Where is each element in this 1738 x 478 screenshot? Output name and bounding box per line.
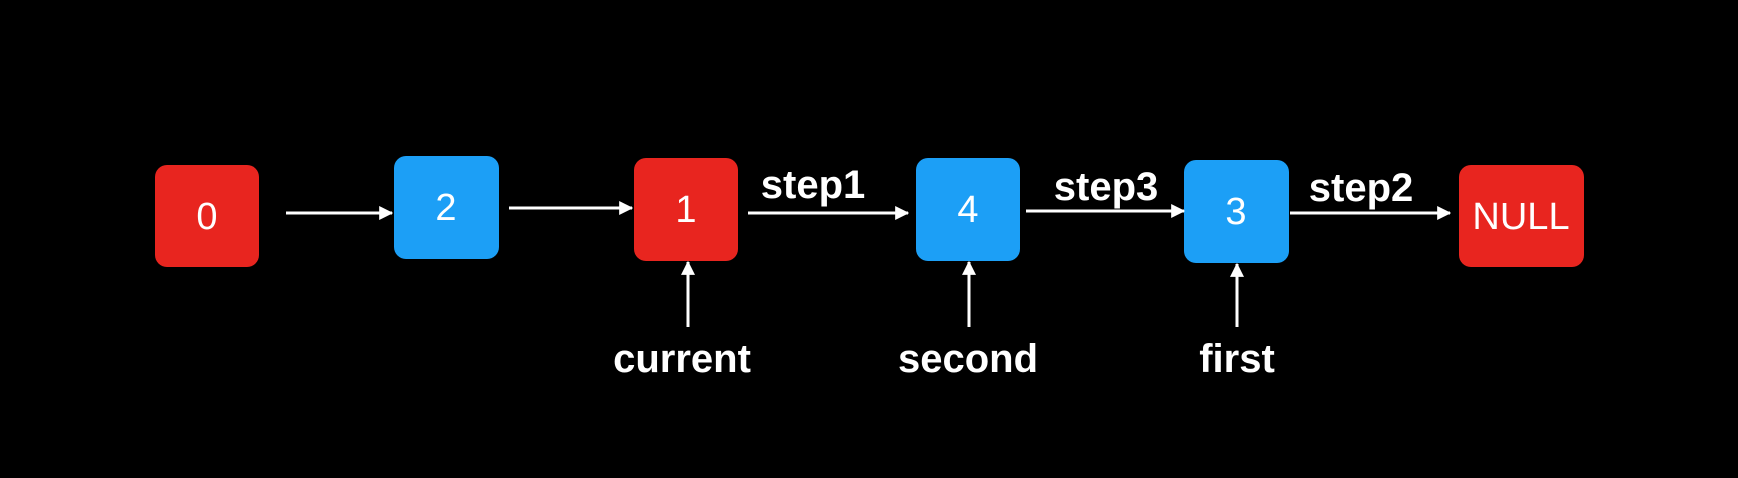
pointer-current: current (613, 260, 751, 381)
link-4-to-3: step3 (1026, 165, 1186, 218)
pointer-first-label: first (1199, 337, 1275, 381)
node-1-box (634, 158, 738, 261)
link-1-to-4-label: step1 (761, 163, 866, 207)
link-3-to-null-label: step2 (1309, 166, 1414, 210)
node-0: 0 (155, 165, 259, 267)
node-2-label: 2 (435, 187, 456, 229)
node-0-box (155, 165, 259, 267)
node-3-label: 3 (1225, 191, 1246, 233)
node-0-label: 0 (196, 196, 217, 238)
node-4-label: 4 (957, 189, 978, 231)
pointer-first: first (1199, 262, 1275, 381)
node-3: 3 (1184, 160, 1289, 263)
node-null-box (1459, 165, 1584, 267)
node-3-box (1184, 160, 1289, 263)
node-1: 1 (634, 158, 738, 261)
node-4-box (916, 158, 1020, 261)
node-1-label: 1 (675, 189, 696, 231)
node-null: NULL (1459, 165, 1584, 267)
link-3-to-null: step2 (1290, 166, 1452, 220)
node-null-label: NULL (1472, 196, 1569, 238)
pointer-second-label: second (898, 337, 1038, 381)
link-4-to-3-label: step3 (1054, 165, 1159, 209)
node-2: 2 (394, 156, 499, 259)
link-1-to-4: step1 (748, 163, 910, 220)
node-4: 4 (916, 158, 1020, 261)
pointer-current-label: current (613, 337, 751, 381)
node-2-box (394, 156, 499, 259)
pointer-second: second (898, 260, 1038, 381)
